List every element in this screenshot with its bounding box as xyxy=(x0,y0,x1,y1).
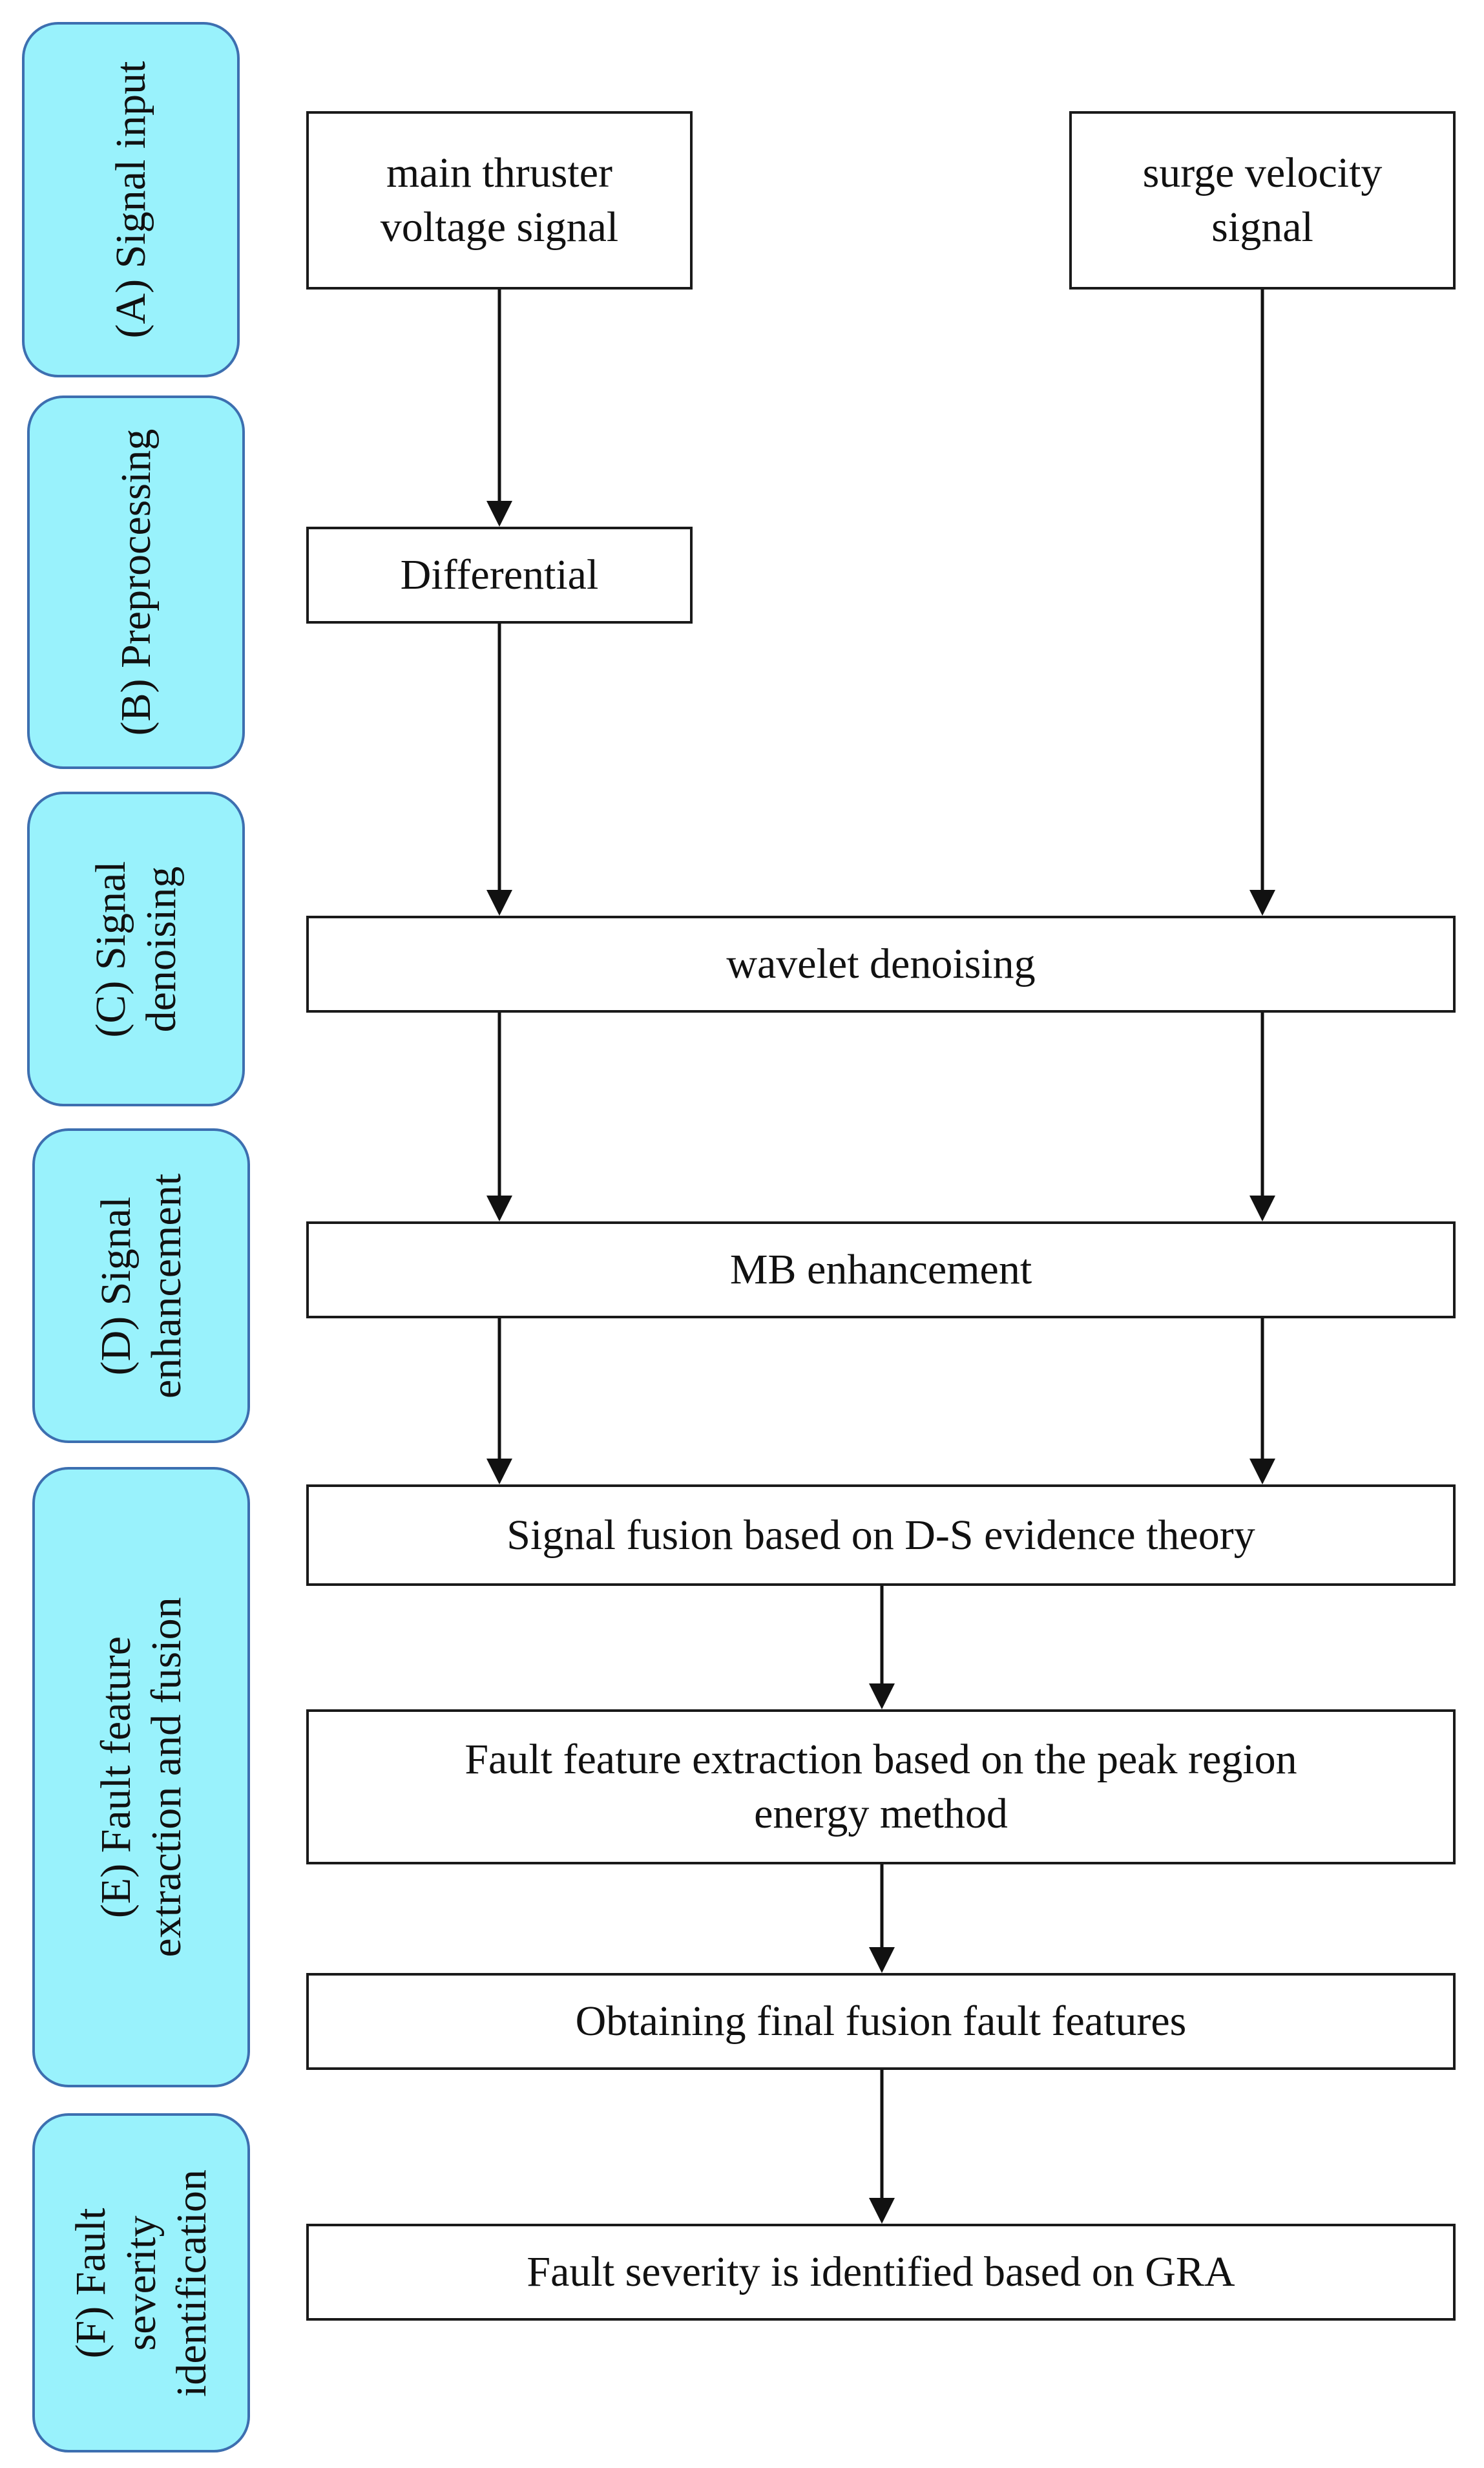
fault-feature-extraction-box: Fault feature extraction based on the pe… xyxy=(306,1709,1456,1864)
box-line: Fault feature extraction based on the pe… xyxy=(465,1736,1297,1783)
stage-signal-denoising: (C) Signal denoising xyxy=(27,792,245,1106)
box-line: main thruster xyxy=(386,149,613,196)
box-line: signal xyxy=(1211,204,1313,251)
fault-severity-gra-box: Fault severity is identified based on GR… xyxy=(306,2224,1456,2321)
box-text: Fault feature extraction based on the pe… xyxy=(465,1733,1297,1841)
surge-velocity-signal-box: surge velocity signal xyxy=(1069,111,1456,290)
wavelet-denoising-box: wavelet denoising xyxy=(306,916,1456,1013)
stage-feature-extraction-fusion: (E) Fault feature extraction and fusion xyxy=(32,1467,250,2087)
box-line: energy method xyxy=(754,1790,1008,1837)
box-line: voltage signal xyxy=(380,204,619,251)
main-thruster-voltage-signal-box: main thruster voltage signal xyxy=(306,111,693,290)
box-line: Obtaining final fusion fault features xyxy=(575,1998,1187,2045)
box-line: MB enhancement xyxy=(729,1246,1032,1293)
box-text: main thruster voltage signal xyxy=(381,146,618,255)
mb-enhancement-box: MB enhancement xyxy=(306,1221,1456,1318)
box-line: Fault severity is identified based on GR… xyxy=(527,2248,1235,2295)
final-fusion-features-box: Obtaining final fusion fault features xyxy=(306,1973,1456,2070)
box-line: Signal fusion based on D-S evidence theo… xyxy=(507,1511,1255,1559)
box-line: Differential xyxy=(400,551,599,598)
box-line: wavelet denoising xyxy=(726,940,1036,987)
stage-fault-severity-identification: (F) Fault severity identification xyxy=(32,2113,250,2452)
signal-fusion-box: Signal fusion based on D-S evidence theo… xyxy=(306,1484,1456,1586)
box-text: surge velocity signal xyxy=(1143,146,1383,255)
differential-box: Differential xyxy=(306,527,693,624)
stage-signal-enhancement: (D) Signal enhancement xyxy=(32,1128,250,1443)
stage-signal-input: (A) Signal input xyxy=(22,22,240,377)
stage-preprocessing: (B) Preprocessing xyxy=(27,396,245,769)
box-line: surge velocity xyxy=(1142,149,1383,196)
